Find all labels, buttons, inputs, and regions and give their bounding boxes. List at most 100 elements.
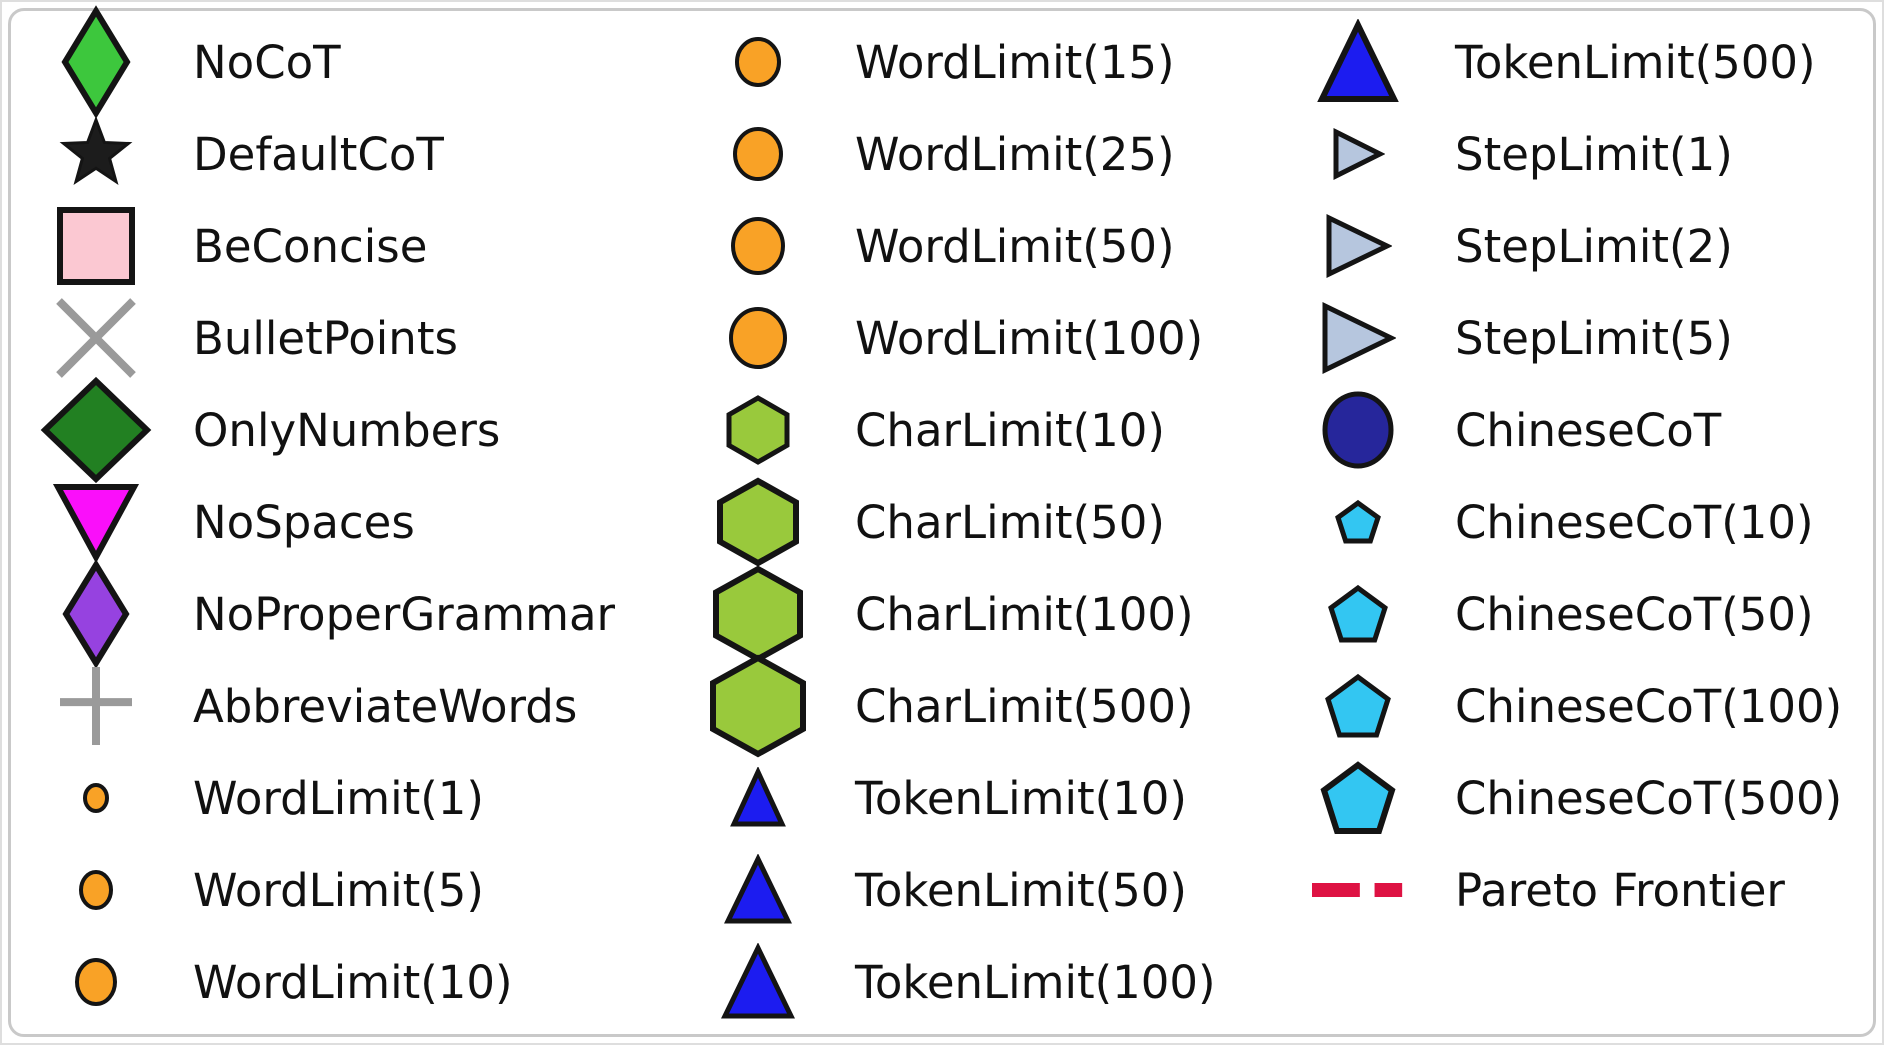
legend-column-2: WordLimit(15) WordLimit(25) WordLimit(50) W… (673, 16, 1273, 1034)
circle-icon (673, 125, 843, 183)
pentagon-icon (1273, 498, 1443, 546)
legend-item-label: NoSpaces (193, 495, 415, 549)
legend-item: DefaultCoT (11, 108, 673, 200)
legend-item: CharLimit(100) (673, 565, 1273, 663)
legend-item-label: CharLimit(100) (855, 587, 1194, 641)
legend-item-label: WordLimit(5) (193, 863, 484, 917)
triangle-right-icon (1273, 127, 1443, 181)
legend-item-label: ChineseCoT(500) (1455, 771, 1843, 825)
legend-item-label: CharLimit(50) (855, 495, 1165, 549)
legend-item: Pareto Frontier (1273, 844, 1871, 936)
circle-icon (673, 305, 843, 371)
legend-item: AbbreviateWords (11, 660, 673, 752)
legend-item: CharLimit(50) (673, 476, 1273, 568)
legend-item: BeConcise (11, 200, 673, 292)
legend-item-label: BeConcise (193, 219, 428, 273)
thin-diamond-icon (11, 559, 181, 669)
legend-item-label: BulletPoints (193, 311, 458, 365)
legend-item: ChineseCoT(10) (1273, 476, 1871, 568)
legend-item: WordLimit(1) (11, 752, 673, 844)
legend-item-label: AbbreviateWords (193, 679, 578, 733)
legend-item: CharLimit(10) (673, 384, 1273, 476)
legend-item-label: StepLimit(1) (1455, 127, 1733, 181)
hexagon-icon (673, 563, 843, 665)
legend-column-3: TokenLimit(500) StepLimit(1) StepLimit(2) S… (1273, 16, 1871, 1034)
legend-item: WordLimit(25) (673, 108, 1273, 200)
triangle-up-icon (673, 854, 843, 926)
legend-item-label: TokenLimit(100) (855, 955, 1216, 1009)
x-icon (11, 293, 181, 383)
circle-icon (11, 781, 181, 815)
legend-item-label: DefaultCoT (193, 127, 444, 181)
triangle-up-icon (673, 943, 843, 1021)
legend-item-label: TokenLimit(10) (855, 771, 1187, 825)
legend-item: WordLimit(15) (673, 16, 1273, 108)
circle-icon (11, 956, 181, 1008)
pentagon-icon (1273, 583, 1443, 645)
plus-icon (11, 659, 181, 753)
legend-item: ChineseCoT(50) (1273, 568, 1871, 660)
legend-item-label: WordLimit(10) (193, 955, 513, 1009)
circle-icon (673, 215, 843, 277)
legend-item-label: TokenLimit(500) (1455, 35, 1816, 89)
pentagon-icon (1273, 672, 1443, 740)
triangle-up-icon (673, 767, 843, 829)
legend-item-label: CharLimit(10) (855, 403, 1165, 457)
legend-item: CharLimit(500) (673, 654, 1273, 758)
triangle-right-icon (1273, 301, 1443, 375)
legend-item-label: NoCoT (193, 35, 341, 89)
legend-item-label: ChineseCoT(50) (1455, 587, 1814, 641)
legend-item-label: StepLimit(5) (1455, 311, 1733, 365)
legend-item: StepLimit(1) (1273, 108, 1871, 200)
legend-item-label: WordLimit(25) (855, 127, 1175, 181)
triangle-right-icon (1273, 213, 1443, 279)
circle-icon (11, 868, 181, 912)
legend-item: OnlyNumbers (11, 376, 673, 484)
legend-item-label: WordLimit(1) (193, 771, 484, 825)
legend-item: WordLimit(10) (11, 936, 673, 1028)
legend-item: WordLimit(50) (673, 200, 1273, 292)
triangle-up-icon (1273, 19, 1443, 105)
hexagon-icon (673, 475, 843, 569)
thin-diamond-icon (11, 5, 181, 119)
hexagon-icon (673, 652, 843, 760)
legend-item-label: WordLimit(15) (855, 35, 1175, 89)
legend-item: NoSpaces (11, 476, 673, 568)
legend-item: ChineseCoT(500) (1273, 752, 1871, 844)
pentagon-icon (1273, 759, 1443, 837)
legend-item: StepLimit(5) (1273, 292, 1871, 384)
legend-item-label: NoProperGrammar (193, 587, 616, 641)
legend-item: WordLimit(5) (11, 844, 673, 936)
star-icon (11, 117, 181, 191)
legend-item-label: Pareto Frontier (1455, 863, 1785, 917)
legend-item: BulletPoints (11, 292, 673, 384)
square-icon (11, 204, 181, 288)
legend-item-label: StepLimit(2) (1455, 219, 1733, 273)
legend-item-label: WordLimit(100) (855, 311, 1204, 365)
legend-item-label: CharLimit(500) (855, 679, 1194, 733)
legend-item-label: WordLimit(50) (855, 219, 1175, 273)
legend-item: TokenLimit(10) (673, 752, 1273, 844)
legend-item: TokenLimit(50) (673, 844, 1273, 936)
legend-item-label: OnlyNumbers (193, 403, 501, 457)
circle-icon (673, 35, 843, 89)
legend-item: TokenLimit(100) (673, 936, 1273, 1028)
legend-item: NoProperGrammar (11, 559, 673, 669)
legend-item: WordLimit(100) (673, 292, 1273, 384)
dashed-line-icon (1273, 881, 1443, 899)
diamond-icon (11, 375, 181, 485)
legend-item-label: ChineseCoT(10) (1455, 495, 1814, 549)
legend-item: StepLimit(2) (1273, 200, 1871, 292)
legend-item-label: ChineseCoT (1455, 403, 1722, 457)
legend-item: TokenLimit(500) (1273, 16, 1871, 108)
triangle-down-icon (11, 481, 181, 563)
legend-item-label: ChineseCoT(100) (1455, 679, 1843, 733)
circle-icon (1273, 389, 1443, 471)
legend-item: ChineseCoT(100) (1273, 660, 1871, 752)
legend-item-label: TokenLimit(50) (855, 863, 1187, 917)
legend-item: NoCoT (11, 5, 673, 119)
legend-item: ChineseCoT (1273, 384, 1871, 476)
